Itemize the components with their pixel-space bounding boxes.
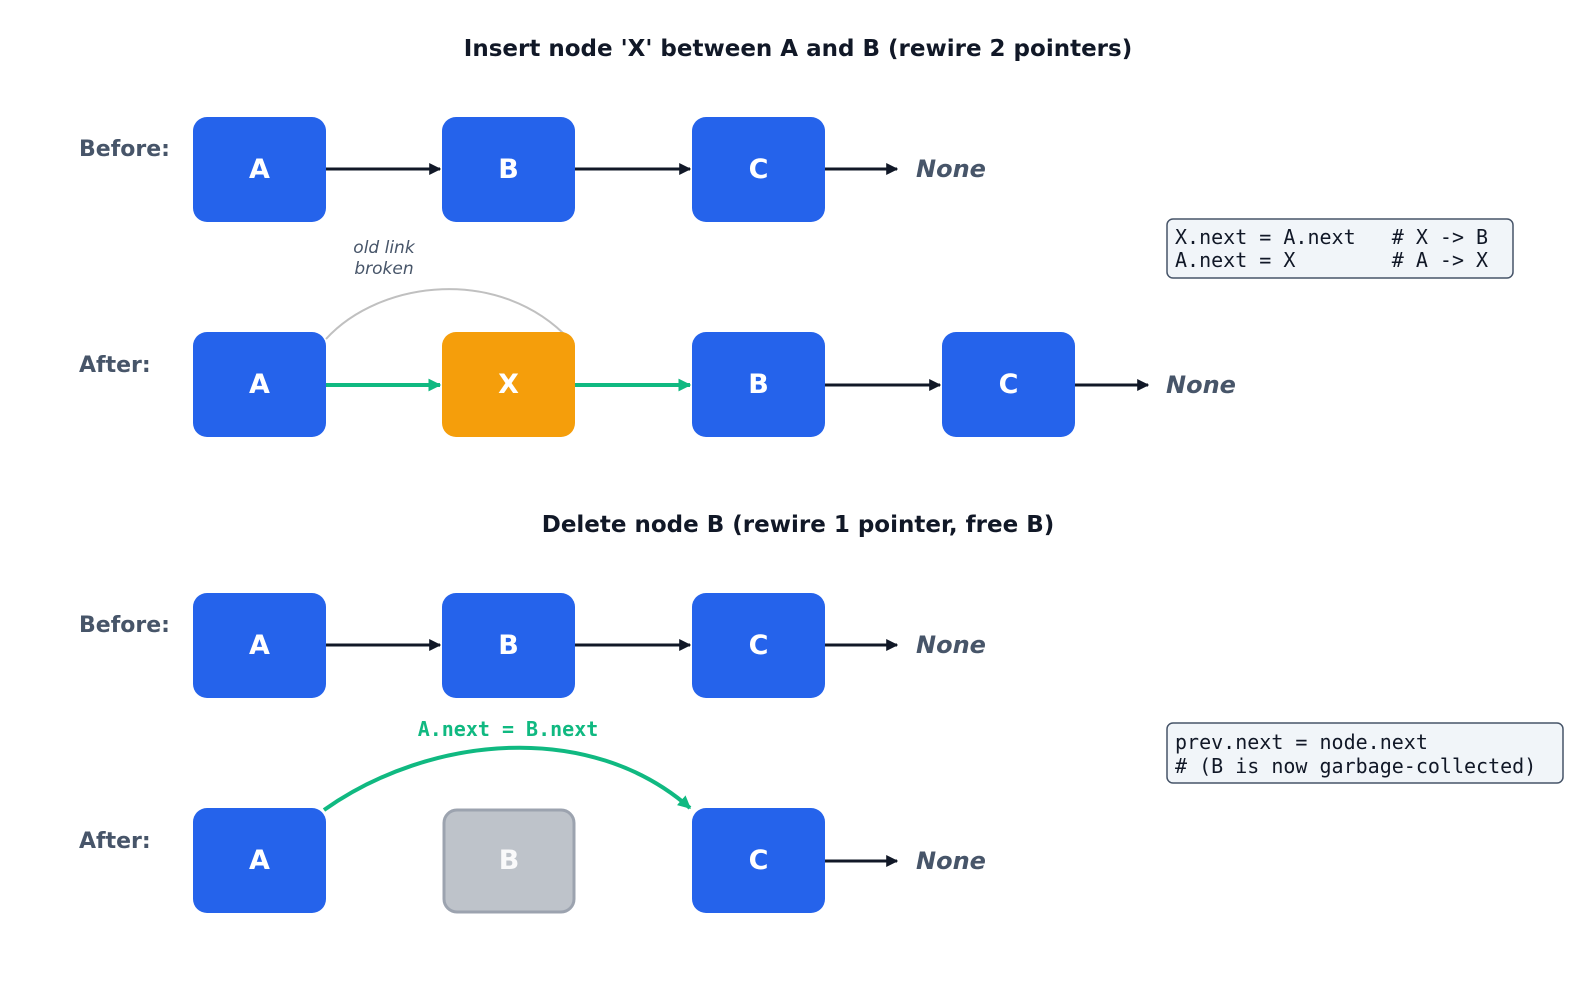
node-label: B bbox=[748, 369, 769, 400]
delete-after-none: None bbox=[916, 847, 986, 875]
insert-after-node-a: A bbox=[193, 332, 326, 437]
delete-after-label: After: bbox=[79, 829, 151, 854]
insert-after-node-b: B bbox=[692, 332, 825, 437]
node-label: A bbox=[249, 154, 270, 185]
node-label: B bbox=[498, 154, 519, 185]
insert-after-label: After: bbox=[79, 353, 151, 378]
node-label: A bbox=[249, 369, 270, 400]
delete-code-box: prev.next = node.next # (B is now garbag… bbox=[1166, 722, 1564, 784]
insert-before-none: None bbox=[916, 155, 986, 183]
delete-before-node-b: B bbox=[442, 593, 575, 698]
insert-before-node-b: B bbox=[442, 117, 575, 222]
delete-code-line1: prev.next = node.next bbox=[1175, 730, 1428, 754]
old-link-note-line2: broken bbox=[354, 259, 413, 279]
node-label: C bbox=[749, 630, 769, 661]
delete-before-none: None bbox=[916, 631, 986, 659]
delete-before-label: Before: bbox=[79, 613, 170, 638]
delete-code-line2: # (B is now garbage-collected) bbox=[1175, 754, 1536, 778]
delete-before-node-c: C bbox=[692, 593, 825, 698]
delete-after-node-c: C bbox=[692, 808, 825, 913]
insert-after-none: None bbox=[1166, 371, 1236, 399]
node-label: X bbox=[498, 369, 519, 400]
node-label: B bbox=[499, 845, 520, 876]
delete-after-node-a: A bbox=[193, 808, 326, 913]
delete-after-node-b-freed: B bbox=[442, 808, 576, 914]
insert-after-node-x: X bbox=[442, 332, 575, 437]
insert-title: Insert node 'X' between A and B (rewire … bbox=[464, 36, 1132, 62]
node-label: A bbox=[249, 630, 270, 661]
insert-code-line1: X.next = A.next # X -> B bbox=[1175, 225, 1488, 249]
insert-before-label: Before: bbox=[79, 137, 170, 162]
rewire-arc-arrow bbox=[322, 745, 692, 812]
node-label: B bbox=[498, 630, 519, 661]
rewire-label: A.next = B.next bbox=[418, 717, 599, 741]
node-label: A bbox=[249, 845, 270, 876]
node-label: C bbox=[749, 845, 769, 876]
insert-code-line2: A.next = X # A -> X bbox=[1175, 248, 1488, 272]
insert-code-box: X.next = A.next # X -> B A.next = X # A … bbox=[1166, 218, 1514, 279]
insert-before-node-a: A bbox=[193, 117, 326, 222]
delete-title: Delete node B (rewire 1 pointer, free B) bbox=[542, 512, 1055, 538]
insert-before-node-c: C bbox=[692, 117, 825, 222]
node-label: C bbox=[999, 369, 1019, 400]
old-link-note-line1: old link bbox=[353, 238, 416, 258]
node-label: C bbox=[749, 154, 769, 185]
old-link-arc bbox=[325, 288, 571, 341]
delete-before-node-a: A bbox=[193, 593, 326, 698]
insert-after-node-c: C bbox=[942, 332, 1075, 437]
